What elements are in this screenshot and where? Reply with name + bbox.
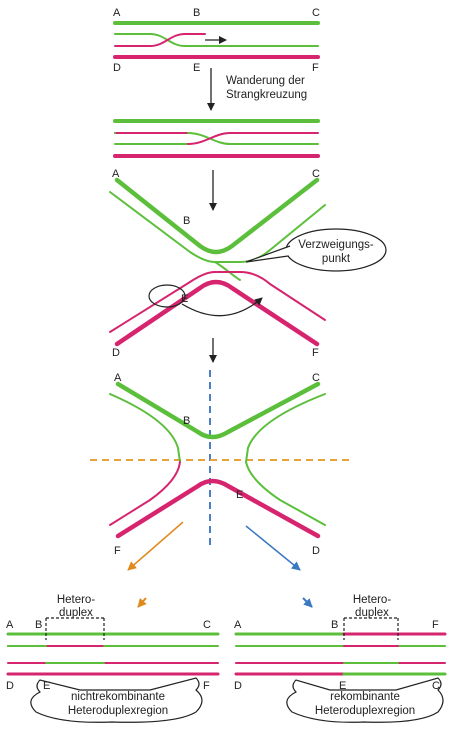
branch-point-label-line1: Verzweigungs-: [298, 239, 374, 251]
stage3-label-e: E: [181, 293, 188, 305]
branch-point-label-line2: punkt: [322, 253, 351, 265]
branch-point-pointer: [245, 245, 291, 263]
stage4-label-e: E: [236, 489, 243, 501]
left-product: [6, 617, 220, 723]
right-heteroduplex-line2: duplex: [355, 607, 389, 619]
blue-resolution-arrow: [245, 525, 301, 571]
stage4-green-left-arm: [109, 393, 181, 463]
stage4-label-f: F: [114, 545, 121, 557]
stage3-label-a: A: [112, 168, 120, 180]
stage3-magenta-inner-strand: [109, 271, 326, 333]
right-region-line2: Heteroduplexregion: [315, 705, 415, 717]
stage1-label-f: F: [312, 62, 319, 74]
stage4-green-top-strand: [115, 381, 321, 440]
branch-point-callout: Verzweigungs- punkt: [245, 228, 387, 272]
stage3-label-d: D: [112, 347, 120, 359]
stage3-circle-marker: [148, 284, 186, 308]
left-region-bubble: [30, 677, 203, 723]
left-label-f: F: [203, 680, 210, 692]
right-label-a: A: [234, 619, 242, 631]
right-label-f: F: [432, 619, 439, 631]
right-label-d: D: [234, 680, 242, 692]
stage3-magenta-outer-strand: [114, 279, 320, 347]
stage1-label-d: D: [113, 62, 121, 74]
stage3-label-c: C: [312, 168, 320, 180]
stage2-magenta-crossing-strand: [187, 132, 319, 145]
right-region-bubble: [286, 677, 444, 723]
stage1-label-a: A: [113, 7, 121, 19]
left-label-e: E: [43, 680, 50, 692]
stage4-label-b: B: [183, 415, 190, 427]
stage1-label-c: C: [312, 7, 320, 19]
stage4-label-c: C: [312, 372, 320, 384]
left-label-d: D: [6, 680, 14, 692]
stage3-label-b: B: [183, 215, 190, 227]
blue-small-arrow: [302, 597, 313, 608]
stage4-strands: [90, 370, 350, 548]
stage3-green-inner-strand: [109, 191, 326, 263]
right-label-c: C: [432, 680, 440, 692]
stage4-magenta-bottom-strand: [115, 478, 321, 539]
right-label-e: E: [339, 680, 346, 692]
stage3-label-f: F: [312, 347, 319, 359]
stage1-strands: [113, 21, 320, 59]
right-product: [234, 617, 447, 723]
orange-resolution-arrow: [127, 521, 184, 571]
migration-label-line1: Wanderung der: [226, 75, 305, 87]
stage3-green-outer-strand: [114, 177, 320, 255]
stage1-label-b: B: [193, 7, 200, 19]
left-region-line1: nichtrekombinante: [71, 691, 165, 703]
stage3-rotation-arrow: [181, 297, 263, 317]
orange-small-arrow: [137, 597, 147, 608]
left-heteroduplex-line2: duplex: [59, 607, 93, 619]
stage4-magenta-left-arm: [109, 461, 181, 526]
left-label-a: A: [6, 619, 14, 631]
left-label-b: B: [35, 619, 42, 631]
migration-label-line2: Strangkreuzung: [226, 89, 307, 101]
stage4-label-d: D: [312, 545, 320, 557]
left-region-line2: Heteroduplexregion: [68, 705, 168, 717]
right-label-b: B: [331, 619, 338, 631]
stage3-strands: [109, 177, 326, 347]
stage1-magenta-crossing-strand: [114, 33, 206, 47]
stage2-strands: [113, 119, 320, 158]
stage2-green-crossing-strand: [114, 132, 319, 145]
stage4-green-right-lower-arm: [245, 461, 326, 526]
right-heteroduplex-line1: Hetero-: [353, 594, 392, 606]
left-label-c: C: [203, 619, 211, 631]
left-heteroduplex-line1: Hetero-: [57, 594, 96, 606]
stage4-label-a: A: [114, 372, 122, 384]
right-region-line1: rekombinante: [330, 691, 400, 703]
stage4-green-right-arm: [245, 393, 326, 463]
stage1-label-e: E: [193, 62, 200, 74]
